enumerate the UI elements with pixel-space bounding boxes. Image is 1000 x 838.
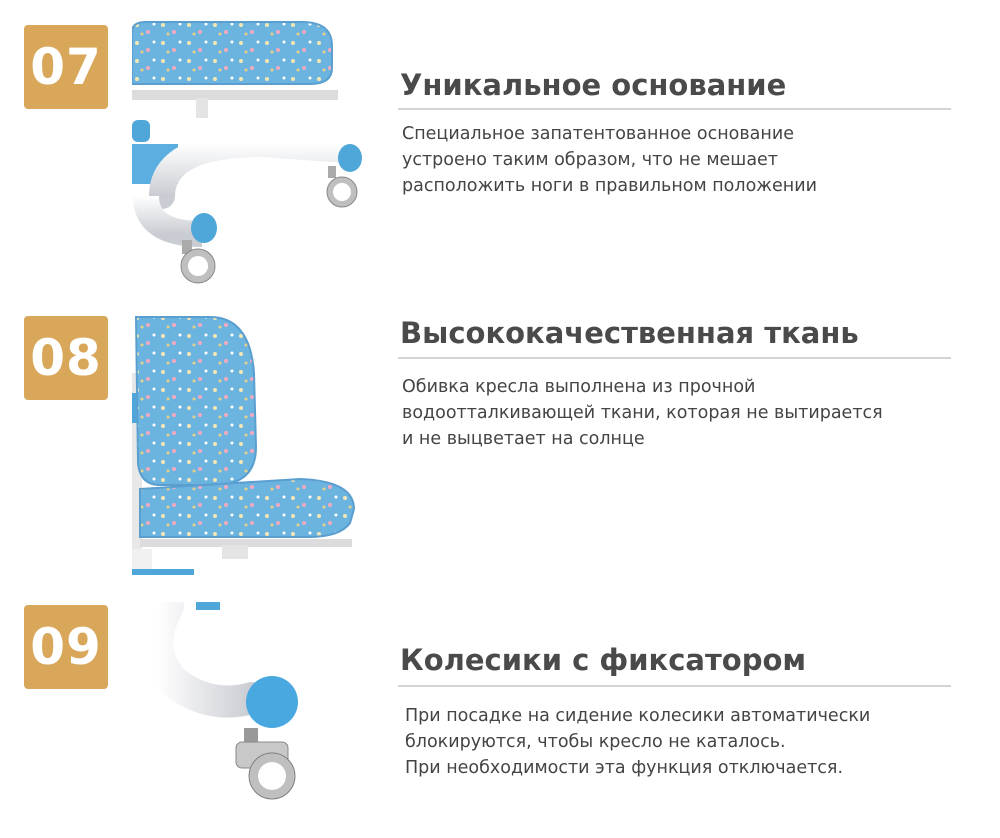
description-line: При необходимости эта функция отключаетс…: [405, 758, 844, 778]
title-divider: [398, 108, 951, 110]
feature-description: Обивка кресла выполнена из прочной водоо…: [402, 374, 883, 452]
feature-title: Высококачественная ткань: [400, 316, 859, 350]
feature-number-badge: 08: [24, 316, 108, 400]
description-line: Специальное запатентованное основание: [402, 124, 794, 144]
wheel-lock-photo: [141, 602, 298, 800]
chair-fabric-photo: [132, 316, 356, 575]
feature-number: 08: [30, 329, 102, 387]
title-divider: [398, 685, 951, 687]
description-line: блокируются, чтобы кресло не каталось.: [405, 732, 786, 752]
description-line: расположить ноги в правильном положении: [402, 176, 817, 196]
feature-description: При посадке на сидение колесики автомати…: [405, 703, 870, 781]
feature-number: 07: [30, 38, 102, 96]
feature-title: Колесики с фиксатором: [400, 643, 807, 677]
description-line: водоотталкивающей ткани, которая не выти…: [402, 403, 883, 423]
title-divider: [398, 357, 951, 359]
description-line: При посадке на сидение колесики автомати…: [405, 706, 871, 726]
description-line: устроено таким образом, что не мешает: [402, 150, 779, 170]
feature-number-badge: 09: [24, 605, 108, 689]
feature-description: Специальное запатентованное основание ус…: [402, 121, 817, 199]
chair-base-photo: [132, 21, 362, 284]
feature-title: Уникальное основание: [400, 68, 787, 102]
feature-number-badge: 07: [24, 25, 108, 109]
feature-number: 09: [30, 618, 102, 676]
description-line: Обивка кресла выполнена из прочной: [402, 377, 756, 397]
description-line: и не выцветает на солнце: [402, 429, 645, 449]
